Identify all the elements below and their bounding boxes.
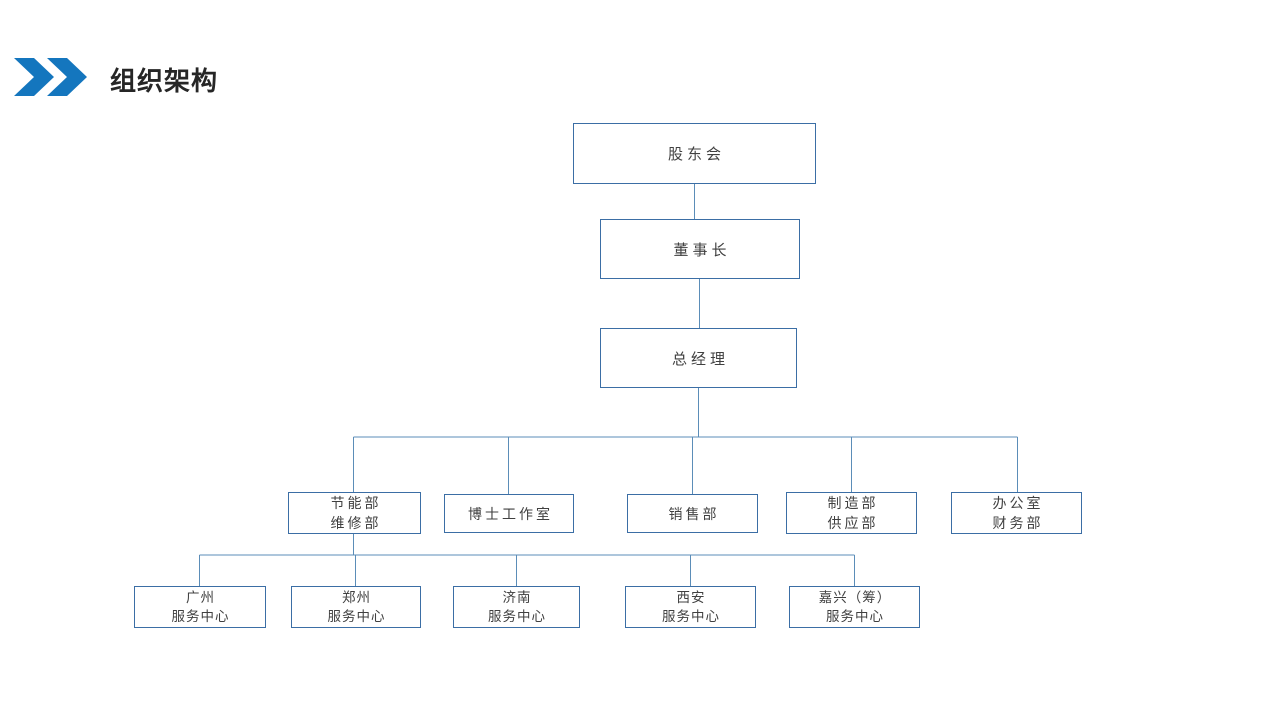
org-node-energy-maintenance[interactable]: 节能部 维修部 — [288, 492, 421, 534]
org-node-label-line2: 服务中心 — [488, 609, 546, 624]
org-node-label: 董事长 — [673, 241, 731, 259]
org-node-label-line1: 销售部 — [668, 505, 720, 522]
org-node-label-line1: 博士工作室 — [468, 505, 553, 522]
org-node-shareholders[interactable]: 股东会 — [573, 123, 816, 184]
org-node-label-line1: 节能部 — [330, 495, 382, 511]
org-node-jiaxing-service[interactable]: 嘉兴（筹） 服务中心 — [789, 586, 920, 628]
org-node-label: 股东会 — [667, 146, 725, 163]
org-node-chairman[interactable]: 董事长 — [600, 219, 800, 279]
org-node-label-line2: 服务中心 — [826, 609, 884, 624]
org-node-label-line1: 嘉兴（筹） — [818, 590, 892, 605]
org-node-label-line2: 服务中心 — [171, 609, 230, 624]
slide-header: 组织架构 — [0, 0, 1280, 120]
org-node-label-line1: 济南 — [502, 590, 532, 605]
org-node-xian-service[interactable]: 西安 服务中心 — [625, 586, 756, 628]
org-node-guangzhou-service[interactable]: 广州 服务中心 — [134, 586, 266, 628]
org-node-label-line2: 财务部 — [992, 515, 1044, 531]
org-node-label-line2: 供应部 — [827, 515, 879, 531]
org-node-label: 总经理 — [671, 350, 729, 368]
org-node-sales[interactable]: 销售部 — [627, 494, 758, 533]
org-node-doctoral-studio[interactable]: 博士工作室 — [444, 494, 574, 533]
org-node-label-line1: 广州 — [186, 590, 215, 605]
org-node-label-line2: 维修部 — [330, 515, 382, 531]
org-node-general-manager[interactable]: 总经理 — [600, 328, 797, 388]
page-title: 组织架构 — [110, 66, 219, 96]
org-node-label-line2: 服务中心 — [662, 609, 720, 624]
org-node-manufacturing-supply[interactable]: 制造部 供应部 — [786, 492, 917, 534]
org-node-label-line1: 办公室 — [992, 495, 1044, 511]
org-node-office-finance[interactable]: 办公室 财务部 — [951, 492, 1082, 534]
double-chevron-right-icon — [14, 58, 87, 96]
org-node-label-line2: 服务中心 — [327, 609, 386, 624]
org-node-jinan-service[interactable]: 济南 服务中心 — [453, 586, 580, 628]
org-node-zhengzhou-service[interactable]: 郑州 服务中心 — [291, 586, 421, 628]
org-node-label-line1: 郑州 — [342, 590, 371, 605]
org-node-label-line1: 西安 — [676, 590, 706, 605]
org-node-label-line1: 制造部 — [827, 495, 879, 511]
